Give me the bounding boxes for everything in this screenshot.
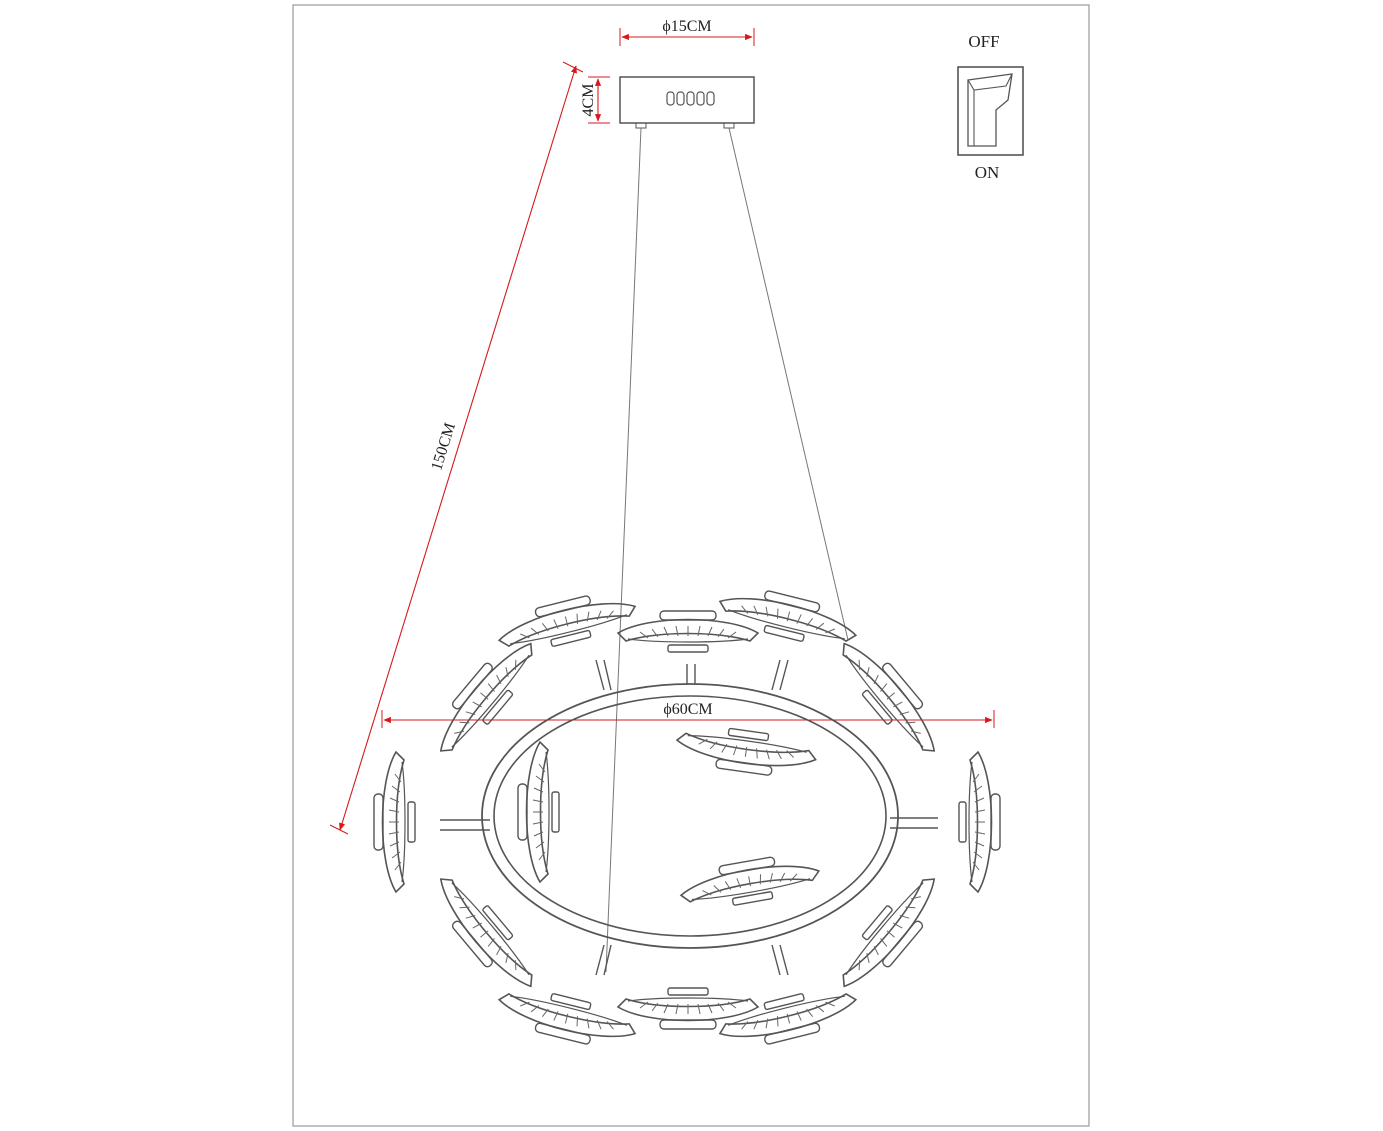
switch-off-label: OFF [968, 32, 999, 51]
suspension-length-dimension: 150CM [329, 61, 584, 835]
suspension-cable-left [605, 127, 642, 973]
fixture-diameter-label: ϕ60CM [663, 701, 712, 718]
drawing-frame [292, 4, 1090, 1127]
canopy-height-dimension: 4CM [580, 76, 610, 124]
chandelier-body [373, 579, 1001, 1056]
fixture-diameter-dimension: ϕ60CM [381, 701, 995, 728]
rocker-switch-diagram: OFF ON [957, 32, 1024, 182]
canopy-diameter-label: ϕ15CM [662, 18, 711, 35]
canopy [619, 76, 755, 129]
canopy-diameter-dimension: ϕ15CM [619, 18, 755, 46]
suspension-cable-right [728, 127, 849, 641]
suspension-length-label: 150CM [428, 421, 459, 473]
canopy-height-label: 4CM [580, 84, 597, 117]
switch-on-label: ON [975, 163, 1000, 182]
